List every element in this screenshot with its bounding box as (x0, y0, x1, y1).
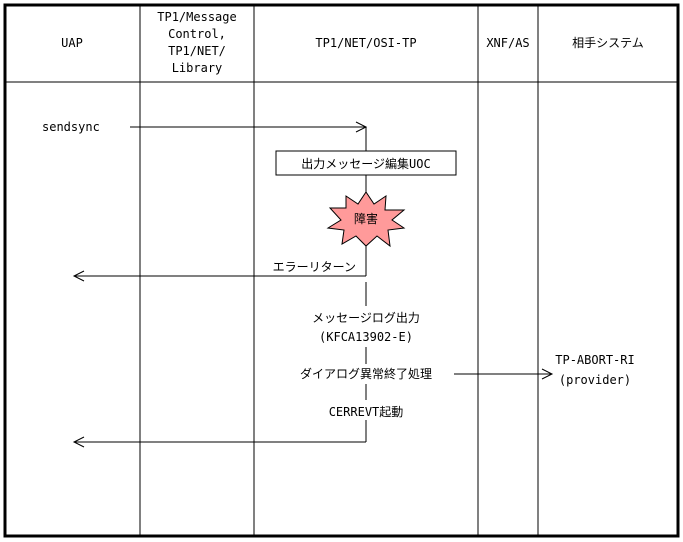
label-cerrevt: CERREVT起動 (329, 405, 404, 419)
fault-burst-icon (326, 191, 406, 248)
label-tp-abort-1: TP-ABORT-RI (555, 353, 634, 367)
label-tp-abort-2: (provider) (559, 373, 631, 387)
header-osi-tp: TP1/NET/OSI-TP (315, 36, 416, 50)
header-tp1-message-control-1: TP1/Message (157, 10, 236, 24)
arrowhead-dialog-abort (541, 368, 554, 380)
label-message-log-1: メッセージログ出力 (312, 311, 420, 325)
header-partner-system: 相手システム (572, 36, 644, 50)
label-uoc: 出力メッセージ編集UOC (301, 156, 430, 171)
label-dialog-abort: ダイアログ異常終了処理 (300, 366, 432, 381)
header-xnf-as: XNF/AS (486, 36, 529, 50)
label-error-return: エラーリターン (273, 260, 356, 274)
header-tp1-message-control-4: Library (172, 61, 223, 75)
label-sendsync: sendsync (42, 120, 100, 134)
uoc-box (275, 150, 457, 176)
arrowhead-cerrevt-return (72, 436, 85, 448)
outer-frame (3, 3, 680, 538)
arrowhead-error-return (72, 270, 85, 282)
label-message-log-2: (KFCA13902-E) (319, 330, 413, 344)
header-tp1-message-control-3: TP1/NET/ (168, 44, 226, 58)
header-tp1-message-control-2: Control, (168, 27, 226, 41)
header-uap: UAP (61, 36, 83, 50)
arrowhead-sendsync (355, 121, 368, 133)
label-fault: 障害 (354, 211, 378, 226)
